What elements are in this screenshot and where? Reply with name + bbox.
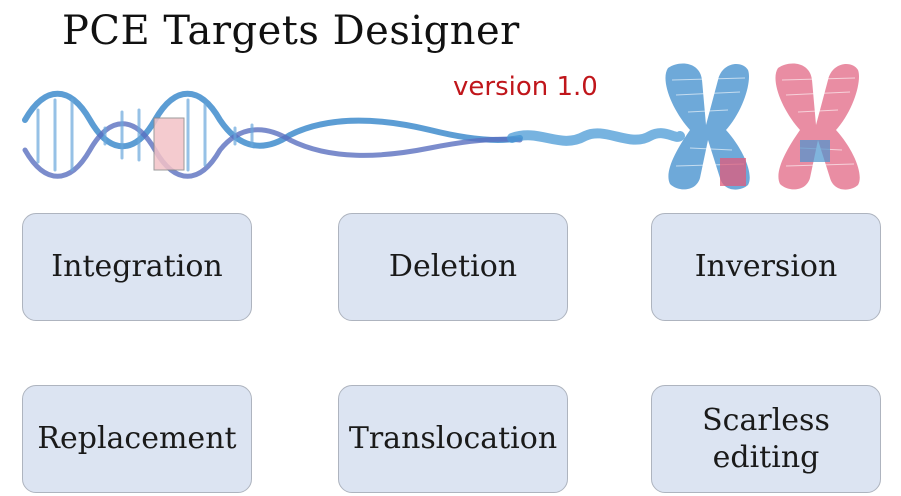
inversion-button[interactable]: Inversion [651, 213, 881, 321]
chromosome-icon [665, 63, 860, 190]
replacement-label: Replacement [37, 421, 237, 457]
translocation-label: Translocation [348, 421, 558, 457]
dna-chromosome-illustration [22, 63, 860, 190]
app-title: PCE Targets Designer [62, 8, 520, 54]
translocation-button[interactable]: Translocation [338, 385, 568, 493]
scarless-editing-label: Scarless editing [702, 402, 830, 476]
integration-button[interactable]: Integration [22, 213, 252, 321]
replacement-button[interactable]: Replacement [22, 385, 252, 493]
deletion-label: Deletion [388, 249, 518, 285]
scarless-editing-button[interactable]: Scarless editing [651, 385, 881, 493]
inversion-label: Inversion [694, 249, 838, 285]
dna-helix-icon [22, 90, 685, 179]
integration-label: Integration [51, 249, 223, 285]
version-label: version 1.0 [453, 72, 598, 102]
deletion-button[interactable]: Deletion [338, 213, 568, 321]
